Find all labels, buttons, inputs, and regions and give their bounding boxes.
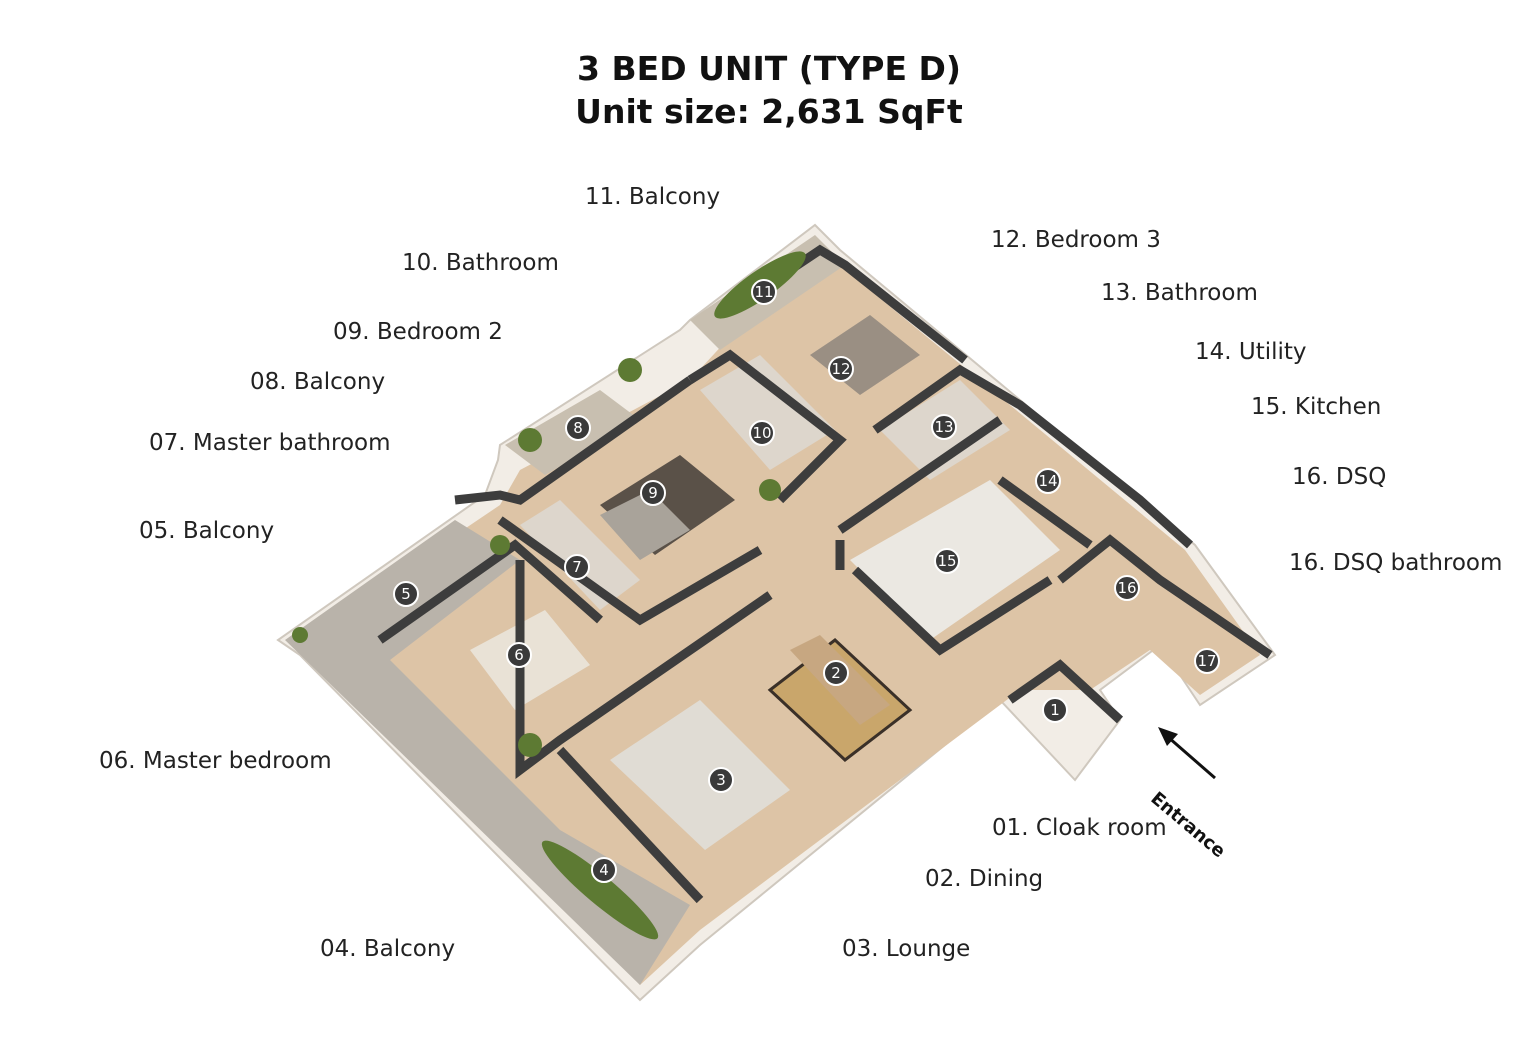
marker-number: 7 (572, 558, 582, 576)
lounge-rug (610, 700, 790, 850)
room-label-bathroom-13: 13. Bathroom (1101, 280, 1258, 306)
room-marker-2: 2 (823, 660, 849, 686)
room-marker-13: 13 (931, 414, 957, 440)
room-marker-9: 9 (640, 480, 666, 506)
room-marker-16: 16 (1114, 575, 1140, 601)
room-marker-1: 1 (1042, 697, 1068, 723)
marker-circle (1042, 697, 1068, 723)
room-marker-12: 12 (828, 356, 854, 382)
bed-9 (600, 490, 690, 560)
room-label-bedroom-3: 12. Bedroom 3 (991, 227, 1161, 253)
room-label-balcony-8: 08. Balcony (250, 369, 386, 395)
marker-number: 1 (1050, 701, 1060, 719)
marker-circle (828, 356, 854, 382)
room-label-cloak-room: 01. Cloak room (992, 815, 1167, 841)
marker-circle (934, 548, 960, 574)
marker-number: 4 (599, 861, 609, 879)
marker-circle (749, 420, 775, 446)
marker-circle (393, 581, 419, 607)
room-label-dining: 02. Dining (925, 866, 1044, 892)
plan-title: 3 BED UNIT (TYPE D) (577, 49, 961, 88)
marker-circle (1194, 648, 1220, 674)
unit-size: Unit size: 2,631 SqFt (575, 92, 963, 131)
room-label-dsq-bathroom: 16. DSQ bathroom (1289, 550, 1503, 576)
marker-circle (565, 415, 591, 441)
room-marker-8: 8 (565, 415, 591, 441)
wood-floor (300, 245, 1260, 985)
room-label-bathroom-10: 10. Bathroom (402, 250, 559, 276)
marker-number: 10 (752, 424, 771, 442)
room-label-master-bathroom: 07. Master bathroom (149, 430, 391, 456)
room-label-master-bedroom: 06. Master bedroom (99, 748, 332, 774)
marker-circle (640, 480, 666, 506)
marker-number: 11 (754, 283, 773, 301)
marker-circle (591, 857, 617, 883)
room-marker-10: 10 (749, 420, 775, 446)
marker-circle (751, 279, 777, 305)
marker-number: 14 (1038, 472, 1057, 490)
marker-number: 13 (934, 418, 953, 436)
marker-circle (1114, 575, 1140, 601)
marker-circle (931, 414, 957, 440)
marker-circle (823, 660, 849, 686)
marker-number: 12 (831, 360, 850, 378)
room-marker-11: 11 (751, 279, 777, 305)
marker-number: 3 (716, 771, 726, 789)
entrance-arrow-icon (1158, 727, 1216, 780)
room-marker-6: 6 (506, 642, 532, 668)
marker-number: 2 (831, 664, 841, 682)
room-marker-14: 14 (1035, 468, 1061, 494)
marker-number: 6 (514, 646, 524, 664)
room-label-lounge: 03. Lounge (842, 936, 971, 962)
marker-circle (506, 642, 532, 668)
room-marker-15: 15 (934, 548, 960, 574)
room-marker-4: 4 (591, 857, 617, 883)
room-label-kitchen: 15. Kitchen (1251, 394, 1382, 420)
room-marker-17: 17 (1194, 648, 1220, 674)
room-label-balcony-4: 04. Balcony (320, 936, 456, 962)
room-label-bedroom-2: 09. Bedroom 2 (333, 319, 503, 345)
room-marker-5: 5 (393, 581, 419, 607)
room-label-utility: 14. Utility (1195, 339, 1307, 365)
marker-number: 17 (1197, 652, 1216, 670)
room-label-dsq: 16. DSQ (1292, 464, 1387, 490)
marker-circle (564, 554, 590, 580)
bathroom-floors (700, 355, 835, 470)
marker-number: 15 (937, 552, 956, 570)
room-marker-3: 3 (708, 767, 734, 793)
room-label-balcony-11: 11. Balcony (585, 184, 721, 210)
marker-number: 9 (648, 484, 658, 502)
room-marker-7: 7 (564, 554, 590, 580)
room-label-balcony-5: 05. Balcony (139, 518, 275, 544)
marker-number: 16 (1117, 579, 1136, 597)
marker-circle (1035, 468, 1061, 494)
marker-number: 5 (401, 585, 411, 603)
marker-number: 8 (573, 419, 583, 437)
marker-circle (708, 767, 734, 793)
